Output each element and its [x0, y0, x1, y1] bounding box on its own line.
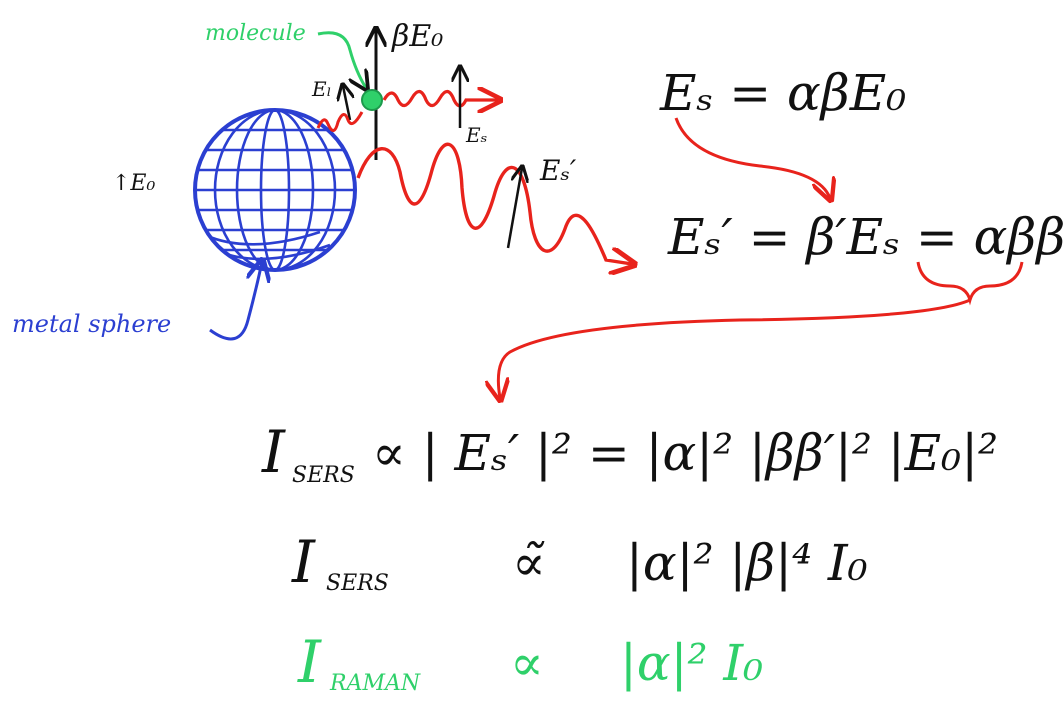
eq5-lhs: I [297, 628, 322, 696]
eq5-rhs: |α|² I₀ [620, 634, 763, 692]
metal-sphere-drawing [195, 110, 355, 270]
derivation-arrow-2 [498, 300, 970, 398]
equation-i-raman: I RAMAN ∝ |α|² I₀ [297, 628, 763, 696]
eq5-sub: RAMAN [329, 671, 421, 696]
equation-es: Eₛ = αβE₀ [659, 64, 906, 122]
metal-sphere-label: metal sphere [12, 310, 171, 338]
eq4-sub: SERS [326, 571, 389, 596]
es-prime-label: Eₛ′ [539, 154, 577, 187]
metal-sphere-pointer [210, 262, 262, 339]
eq4-lhs: I [291, 528, 316, 596]
eq3-sub: SERS [292, 463, 355, 488]
es-prime-arrow [508, 168, 522, 248]
equation-es-prime: Eₛ′ = β′Eₛ = αββ′E₀ [667, 208, 1064, 266]
eq4-rel: ∝̃ [512, 534, 546, 592]
derivation-arrow-1 [676, 118, 830, 198]
molecule-dot [362, 90, 382, 110]
eq3-lhs: I [261, 418, 286, 486]
es-label: Eₛ [465, 123, 487, 147]
eq4-rhs: |α|² |β|⁴ I₀ [626, 534, 868, 592]
scattered-wave-es-prime [358, 144, 632, 264]
beta-e0-label: βE₀ [391, 19, 443, 54]
molecule-label: molecule [205, 21, 306, 46]
el-label: Eₗ [311, 77, 331, 101]
underbrace [918, 262, 1022, 300]
equation-i-sers: I SERS ∝ | Eₛ′ |² = |α|² |ββ′|² |E₀|² [261, 418, 998, 488]
equation-i-sers-approx: I SERS ∝̃ |α|² |β|⁴ I₀ [291, 528, 868, 596]
eq3-rhs: ∝ | Eₛ′ |² = |α|² |ββ′|² |E₀|² [372, 424, 998, 482]
scattered-wave-es [384, 91, 498, 106]
e0-incident-label: ↑E₀ [112, 171, 155, 196]
eq5-rel: ∝ [510, 634, 544, 692]
